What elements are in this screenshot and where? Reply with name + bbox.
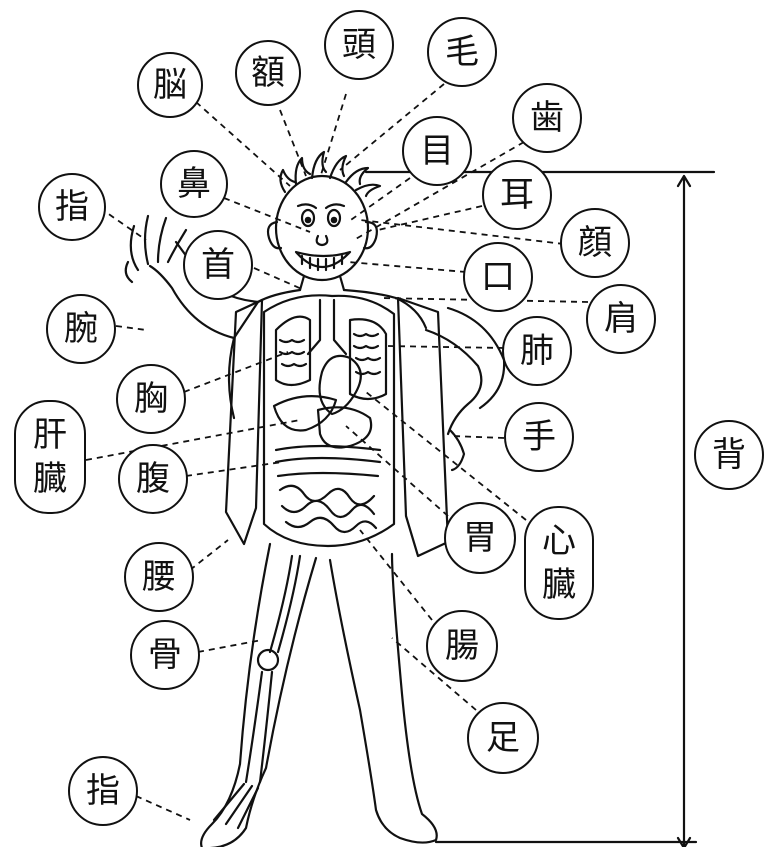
label-forehead: 額 xyxy=(235,40,301,106)
head-outline xyxy=(274,174,370,282)
label-heart-char-1: 心 xyxy=(542,521,576,561)
right-leg xyxy=(328,552,438,844)
label-finger-hand: 指 xyxy=(38,173,106,241)
heart xyxy=(318,354,362,416)
shin-bones xyxy=(244,670,274,784)
label-liver: 肝 臓 xyxy=(14,400,86,514)
label-waist: 腰 xyxy=(124,542,194,612)
label-shoulder: 肩 xyxy=(586,284,656,354)
label-heart: 心 臓 xyxy=(524,506,594,620)
label-liver-char-2: 臓 xyxy=(33,459,67,499)
stomach xyxy=(316,406,373,449)
label-mouth: 口 xyxy=(463,242,533,312)
left-lung xyxy=(274,315,312,387)
left-leg xyxy=(200,542,318,847)
label-teeth: 歯 xyxy=(512,83,582,153)
label-nose: 鼻 xyxy=(160,150,228,218)
label-chest: 胸 xyxy=(116,364,186,434)
label-back: 背 xyxy=(694,420,764,490)
label-foot: 足 xyxy=(467,702,539,774)
right-eye xyxy=(326,208,342,228)
left-ear xyxy=(266,220,283,250)
label-finger-foot: 指 xyxy=(68,756,138,826)
foot-bones xyxy=(212,782,260,830)
liver xyxy=(272,395,338,432)
back-height-bracket xyxy=(364,170,716,847)
label-stomach: 胃 xyxy=(444,502,516,574)
label-head: 頭 xyxy=(324,10,394,80)
knee xyxy=(256,648,280,672)
label-bone: 骨 xyxy=(130,620,200,690)
right-lung xyxy=(348,318,388,401)
left-body-flap xyxy=(224,298,264,546)
label-eye: 目 xyxy=(402,116,472,186)
body-cavity xyxy=(262,294,396,548)
label-hand: 手 xyxy=(504,402,574,472)
label-liver-char-1: 肝 xyxy=(33,415,67,455)
label-heart-char-2: 臓 xyxy=(542,565,576,605)
right-ear xyxy=(362,220,378,250)
label-hair: 毛 xyxy=(427,17,497,87)
label-brain: 脳 xyxy=(137,52,203,118)
trachea xyxy=(306,298,348,356)
label-lungs: 肺 xyxy=(502,316,572,386)
left-eye xyxy=(300,208,316,228)
label-neck: 首 xyxy=(183,230,253,300)
large-intestine xyxy=(274,444,382,478)
label-intestines: 腸 xyxy=(426,610,498,682)
left-hand xyxy=(124,214,188,284)
label-arm: 腕 xyxy=(46,294,116,364)
label-face: 顔 xyxy=(560,208,630,278)
femur xyxy=(268,554,302,654)
small-intestine xyxy=(278,484,378,534)
nose xyxy=(315,234,329,247)
right-body-flap xyxy=(396,296,450,558)
hair-strands xyxy=(279,150,382,198)
label-ear: 耳 xyxy=(482,160,552,230)
label-belly: 腹 xyxy=(118,444,188,514)
